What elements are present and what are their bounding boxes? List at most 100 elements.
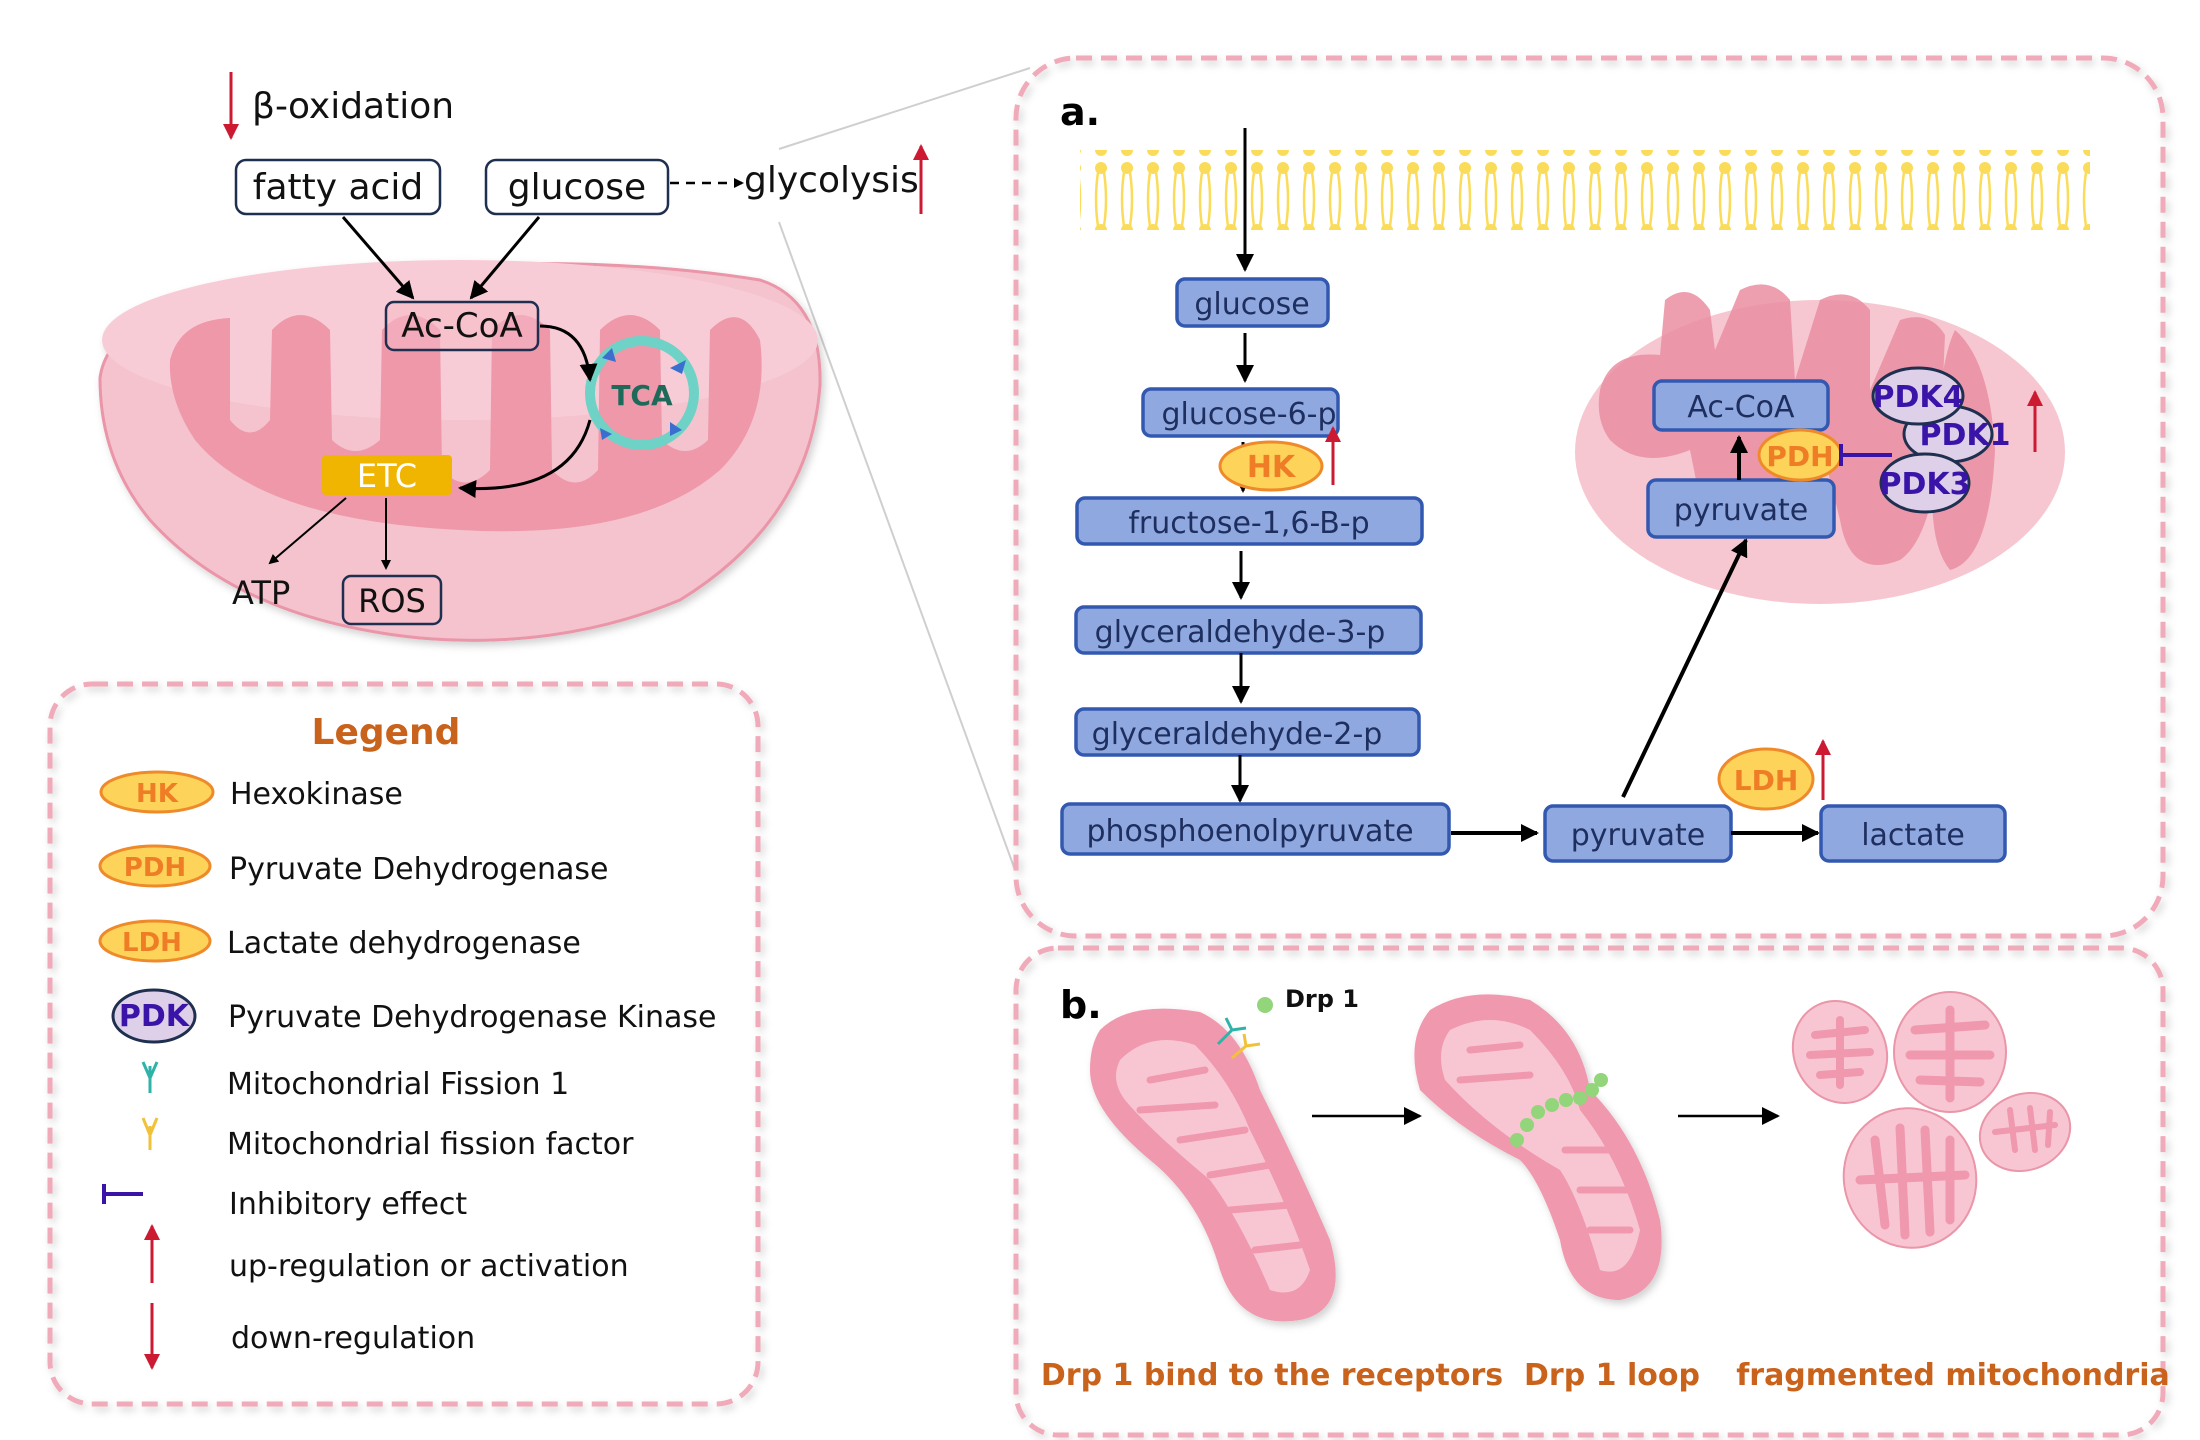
pdk3-enzyme	[1879, 452, 1971, 514]
inhibition-bar-icon	[1839, 444, 1892, 466]
node-glucose	[1175, 277, 1330, 328]
svg-text:down-regulation: down-regulation	[231, 1321, 475, 1356]
fis1-receptor-icon	[1216, 1017, 1247, 1046]
svg-text:Inhibitory effect: Inhibitory effect	[229, 1187, 467, 1222]
drp1-label: Drp 1	[1285, 985, 1359, 1013]
panel-a-label: a.	[1060, 90, 1100, 134]
ac-coa-box	[384, 300, 540, 352]
svg-text:pyruvate: pyruvate	[1571, 818, 1706, 853]
svg-text:LDH: LDH	[122, 928, 182, 958]
svg-text:up-regulation or activation: up-regulation or activation	[229, 1249, 629, 1284]
node-mito-ac-coa	[1652, 379, 1830, 432]
svg-text:Mitochondrial Fission 1: Mitochondrial Fission 1	[227, 1067, 569, 1102]
yellow-receptor-icon	[141, 1117, 159, 1150]
ros-label: ROS	[358, 582, 426, 620]
tca-cycle-icon: TCA	[585, 336, 699, 450]
svg-text:PDK4: PDK4	[1872, 380, 1963, 415]
legend-border	[47, 681, 761, 1407]
atp-label: ATP	[232, 574, 290, 612]
svg-text:glyceraldehyde-3-p: glyceraldehyde-3-p	[1095, 615, 1386, 650]
svg-text:PDK3: PDK3	[1879, 467, 1970, 502]
etc-label: ETC	[357, 457, 417, 495]
arrow	[539, 324, 598, 382]
svg-text:glucose-6-p: glucose-6-p	[1161, 397, 1336, 432]
svg-text:phosphoenolpyruvate: phosphoenolpyruvate	[1086, 814, 1413, 849]
pdk4-enzyme	[1871, 366, 1965, 426]
glycolysis-label: glycolysis	[744, 160, 919, 201]
legend-item-pdk: PDK Pyruvate Dehydrogenase Kinase	[111, 988, 717, 1044]
hk-enzyme	[1218, 440, 1324, 492]
legend-title: Legend	[312, 712, 461, 753]
panel-a-border	[1013, 55, 2166, 939]
node-glyceraldehyde-2-p	[1074, 707, 1421, 757]
legend-item-fis1: Mitochondrial Fission 1	[141, 1061, 569, 1102]
node-lactate	[1819, 804, 2007, 863]
elongated-mitochondrion	[1090, 1008, 1336, 1322]
overview-diagram: β-oxidation fatty acid glucose glycolysi…	[98, 67, 1031, 871]
fragmented-mitochondria	[1791, 991, 2072, 1249]
caption-drp1-loop: Drp 1 loop	[1524, 1358, 1700, 1393]
svg-text:HK: HK	[136, 779, 179, 809]
ac-coa-label: Ac-CoA	[401, 306, 522, 346]
svg-text:glucose: glucose	[1194, 287, 1309, 322]
node-glucose-6-p	[1141, 387, 1340, 438]
svg-text:PDH: PDH	[1766, 440, 1833, 473]
zoom-guide-line	[778, 221, 1016, 871]
mff-receptor-icon	[1231, 1033, 1261, 1060]
svg-text:HK: HK	[1247, 450, 1297, 485]
svg-text:Pyruvate Dehydrogenase: Pyruvate Dehydrogenase	[229, 852, 608, 887]
drp1-ring	[1510, 1073, 1608, 1147]
svg-text:Ac-CoA: Ac-CoA	[1687, 390, 1795, 425]
arrow	[469, 216, 541, 300]
drp1-dot-icon	[1257, 997, 1273, 1013]
svg-text:pyruvate: pyruvate	[1674, 493, 1809, 528]
svg-text:Mitochondrial fission factor: Mitochondrial fission factor	[227, 1127, 634, 1162]
etc-box	[322, 455, 452, 495]
legend-item-ldh: LDH Lactate dehydrogenase	[98, 919, 581, 963]
legend-item-hk: HK Hexokinase	[99, 770, 403, 814]
teal-receptor-icon	[141, 1061, 159, 1093]
constricting-mitochondrion	[1414, 994, 1662, 1300]
svg-text:PDH: PDH	[124, 853, 186, 883]
panel-b: b. Drp 1	[1013, 945, 2170, 1438]
glucose-box	[484, 158, 670, 216]
ldh-enzyme	[1717, 747, 1815, 811]
tca-label: TCA	[611, 379, 673, 412]
node-glyceraldehyde-3-p	[1074, 605, 1423, 655]
panel-a: a. glucose glucose-6-p HK fructose-1,6-B…	[1013, 55, 2166, 939]
arrow	[341, 216, 415, 300]
svg-text:LDH: LDH	[1734, 764, 1799, 797]
legend-item-pdh: PDH Pyruvate Dehydrogenase	[98, 844, 608, 888]
arrow	[268, 497, 347, 565]
caption-drp1-bind: Drp 1 bind to the receptors	[1041, 1358, 1503, 1393]
fatty-acid-label: fatty acid	[253, 167, 423, 208]
enzyme-ellipse-icon	[99, 770, 215, 814]
zoom-guide-line	[778, 67, 1031, 150]
svg-text:glyceraldehyde-2-p: glyceraldehyde-2-p	[1092, 717, 1383, 752]
legend-item-up: up-regulation or activation	[144, 1224, 629, 1284]
arrow	[1621, 538, 1748, 798]
panel-b-label: b.	[1060, 983, 1102, 1027]
beta-oxidation-label: β-oxidation	[252, 86, 454, 127]
svg-text:lactate: lactate	[1861, 818, 1965, 853]
svg-text:fructose-1,6-B-p: fructose-1,6-B-p	[1128, 506, 1369, 541]
inhibition-bar-icon	[102, 1184, 143, 1204]
svg-text:PDK: PDK	[119, 999, 191, 1034]
panel-b-border	[1013, 945, 2166, 1438]
ros-box	[341, 574, 443, 626]
svg-text:Hexokinase: Hexokinase	[230, 777, 403, 812]
svg-text:PDK1: PDK1	[1919, 418, 2010, 453]
node-fructose-1-6-b-p	[1075, 496, 1424, 546]
enzyme-ellipse-icon	[98, 919, 212, 963]
kinase-ellipse-icon	[111, 988, 197, 1044]
legend-item-mff: Mitochondrial fission factor	[141, 1117, 634, 1162]
svg-text:Pyruvate Dehydrogenase Kinase: Pyruvate Dehydrogenase Kinase	[228, 1000, 717, 1035]
legend-panel: Legend HK Hexokinase PDH Pyruvate Dehydr…	[47, 681, 761, 1407]
node-phosphoenolpyruvate	[1060, 802, 1451, 856]
legend-item-inhibitory: Inhibitory effect	[102, 1184, 467, 1222]
glucose-label: glucose	[508, 167, 646, 208]
svg-text:Lactate dehydrogenase: Lactate dehydrogenase	[227, 926, 581, 961]
enzyme-ellipse-icon	[98, 844, 212, 888]
fatty-acid-box	[234, 158, 442, 216]
